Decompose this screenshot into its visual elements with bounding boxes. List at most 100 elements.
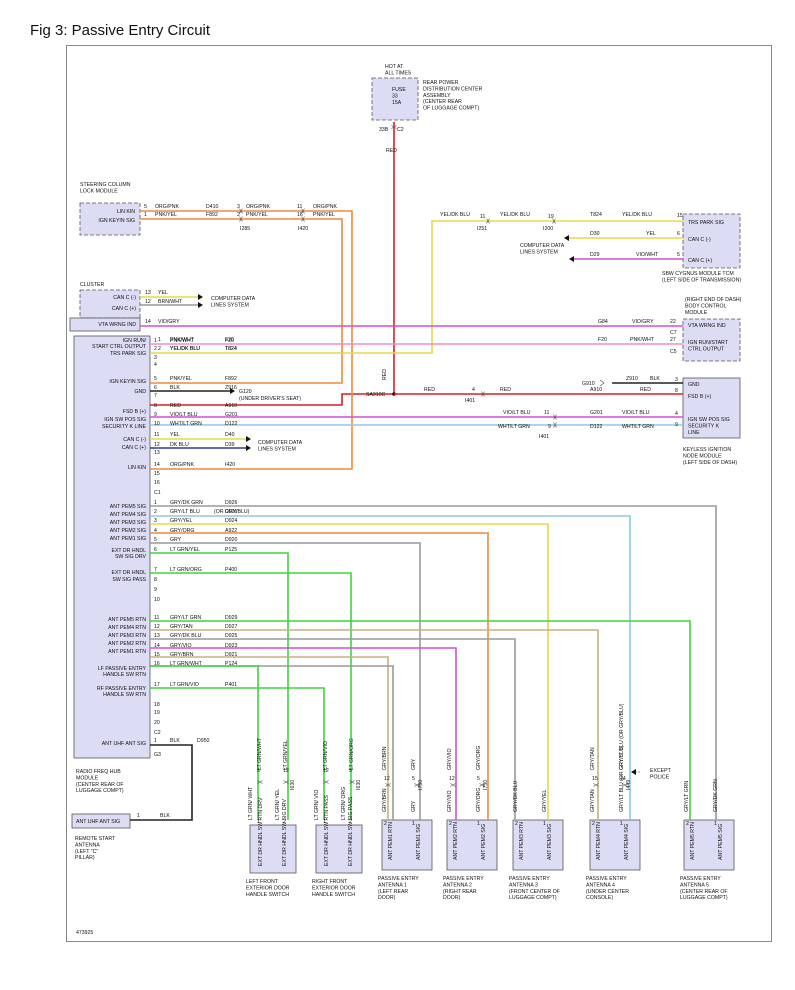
hub-pin-num: 1 [158, 337, 161, 343]
kin-wire-label: RED [424, 387, 435, 393]
antenna-wire-label: GRY/DK GRN [713, 779, 719, 812]
handle-title: EXTERIOR DOOR [312, 885, 356, 891]
hub-c2-circuit: P400 [225, 567, 237, 573]
hub-c2-pin: 9 [154, 587, 157, 593]
antenna-title: (UNDER CENTER [586, 889, 629, 895]
wire-ltgrn-org [150, 572, 352, 820]
hub-title: LUGGAGE COMPT) [76, 788, 124, 794]
connector-symbol [553, 414, 557, 420]
hub-conn-c2: C2 [154, 730, 161, 736]
antenna-title: (RIGHT REAR [443, 889, 477, 895]
handle-pin-num: 1 [323, 819, 326, 825]
bcm-pin-ign-run: IGN RUN/START [688, 340, 729, 346]
steering-wire-label: PNK/YEL [155, 212, 177, 218]
antenna-wire-label: GRY/LT GRN [684, 781, 690, 812]
hub-c1-pin: 2 [154, 346, 157, 352]
arrow-icon [198, 302, 203, 308]
hub-c2-pin: 13 [154, 633, 160, 639]
arrow-icon [246, 436, 251, 442]
arrow-icon [198, 294, 203, 300]
antenna-pin-num: 1 [620, 821, 623, 827]
hub-pin-label: HANDLE SW RTN [103, 692, 146, 698]
hub-c2-pin: 12 [154, 624, 160, 630]
antenna-wire-label: GRY/DK BLU [513, 780, 519, 812]
hub-c1-circuit: T824 [225, 346, 237, 352]
splice-label: SA910C [366, 392, 386, 398]
remote-title: (LEFT "C" [75, 849, 98, 855]
sbw-computer-data-lines: LINES SYSTEM [520, 249, 558, 255]
hub-c1-pin: 16 [154, 480, 160, 486]
hub-c2-pin: 11 [154, 615, 159, 621]
hub-c3-pin: 1 [154, 738, 157, 744]
hub-c1-pin: 6 [154, 385, 157, 391]
fuse-hot-label: HOT AT [385, 64, 404, 70]
remote-title: REMOTE START [75, 836, 116, 842]
kin-pin-num: 9 [675, 422, 678, 428]
kin-pin-num: 4 [675, 411, 678, 417]
hub-c2-wire: GRY [170, 537, 182, 543]
hub-title: MODULE [76, 775, 99, 781]
hub-conn-c1: C1 [154, 490, 161, 496]
antenna-pin: ANT PEM5 SIG [718, 824, 724, 860]
hub-pin-num: 2 [158, 346, 161, 352]
hub-pin-label: IGN SW POS SIG [104, 417, 146, 423]
wire-ltgrn-wht-handle [150, 665, 259, 820]
handle-conn: I630 [356, 780, 362, 790]
kin-pin-ign-sw: LINE [688, 430, 700, 436]
cluster-title: CLUSTER [80, 282, 104, 288]
antenna-pin-num: 2 [449, 821, 452, 827]
remote-wire-label: BLK [160, 813, 170, 819]
handle-pin: EXT DR HNDL SW SIG PASS [348, 796, 354, 866]
antenna-pin: ANT PEM4 SIG [624, 824, 630, 860]
wire-circuit: F20 [598, 337, 607, 343]
kin-conn-i401-2: I401 [539, 434, 549, 440]
hub-pin-label: EXT DR HNDL [112, 548, 147, 554]
antenna-pin-num: 15 [592, 776, 598, 782]
fuse-box-description: (CENTER REAR [423, 99, 462, 105]
door-handle-switch-1 [249, 824, 297, 874]
steering-wire-label: ORG/PNK [246, 204, 270, 210]
fuse-box-description: DISTRIBUTION CENTER [423, 86, 483, 92]
handle-conn: I630 [290, 780, 296, 790]
kin-wire-label: 9 [548, 424, 551, 430]
wire-gry-vio [150, 647, 457, 820]
steering-wire-label: D410 [206, 204, 219, 210]
bcm-conn-c7: C7 [670, 330, 677, 336]
hub-c1-pin: 3 [154, 355, 157, 361]
wire-circuit: T824 [225, 346, 237, 352]
handle-pin-num: 2 [283, 819, 286, 825]
wire-blk-uhf [130, 744, 193, 821]
antenna-pin-num: 2 [686, 821, 689, 827]
handle-wire-label: LT GRN/WHT [257, 737, 263, 770]
handle-wire-label: LT GRN/VIO [323, 741, 329, 770]
fuse-box-description: REAR POWER [423, 80, 459, 86]
antenna-wire-label: GRY [411, 800, 417, 812]
hub-c2-pin: 7 [154, 567, 157, 573]
hub-c2-wire: GRY/TAN [170, 624, 193, 630]
hub-pin-label: ANT PEM2 RTN [108, 641, 146, 647]
radio-freq-hub-module [73, 335, 151, 759]
connector-symbol [323, 780, 329, 784]
wire-ltgrn-wht [150, 665, 394, 820]
antenna-pin-num: 14 [620, 776, 626, 782]
hub-c2-circuit: P401 [225, 682, 237, 688]
antenna-title: PASSIVE ENTRY [586, 876, 627, 882]
hub-c1-wire: DK BLU [170, 442, 189, 448]
wire-ltgrn-vio [150, 687, 325, 820]
antenna-title: DOOR) [378, 895, 396, 901]
hub-pin-label: ANT PEM2 SIG [110, 528, 146, 534]
steering-wire-label: ORG/PNK [313, 204, 337, 210]
handle-title: HANDLE SWITCH [312, 892, 355, 898]
hub-c2-circuit: D926 [225, 509, 238, 515]
hub-c2-pin: 17 [154, 682, 160, 688]
antenna-pin-num: 12 [384, 776, 390, 782]
bcm-title: (RIGHT END OF DASH) [685, 297, 742, 303]
antenna-pin: ANT PEM5 RTN [690, 822, 696, 860]
arrow-icon [564, 235, 569, 241]
wire-label: PNK/WHT [630, 337, 655, 343]
hub-c1-circuit: A910 [225, 403, 237, 409]
antenna-title: ANTENNA 1 [378, 882, 407, 888]
wire-gry-brn [150, 656, 389, 820]
antenna-wire-label: GRY/BRN [382, 746, 388, 770]
kin-wire-label: D122 [590, 424, 603, 430]
